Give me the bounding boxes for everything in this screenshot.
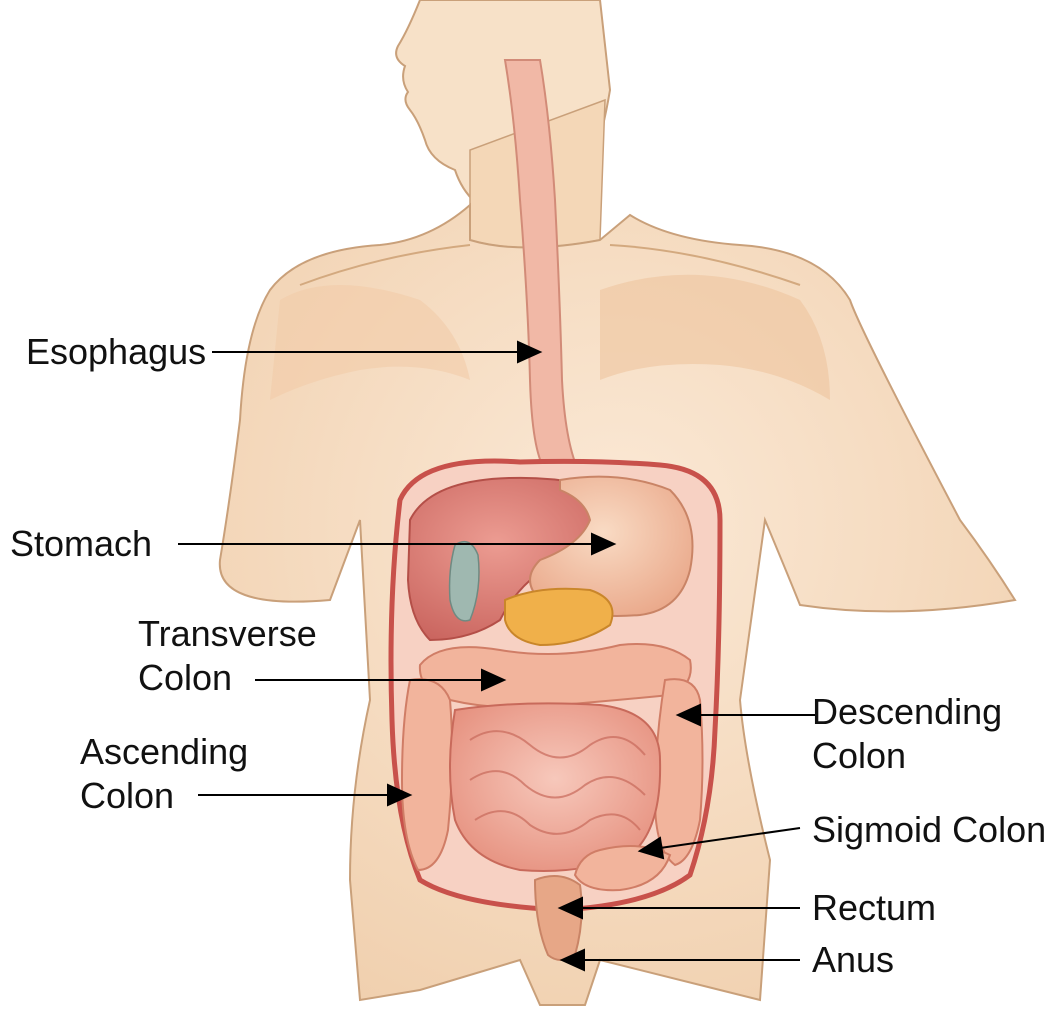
label-transverse-colon-line2: Colon — [138, 656, 317, 700]
label-transverse-colon: Transverse Colon — [138, 612, 317, 700]
label-descending-colon-line2: Colon — [812, 734, 1002, 778]
label-descending-colon-line1: Descending — [812, 690, 1002, 734]
gallbladder-shape — [450, 542, 479, 621]
label-ascending-colon-line2: Colon — [80, 774, 248, 818]
label-anus-text: Anus — [812, 938, 894, 982]
label-sigmoid-colon-text: Sigmoid Colon — [812, 808, 1046, 852]
label-transverse-colon-line1: Transverse — [138, 612, 317, 656]
label-ascending-colon-line1: Ascending — [80, 730, 248, 774]
label-ascending-colon: Ascending Colon — [80, 730, 248, 818]
label-sigmoid-colon: Sigmoid Colon — [812, 808, 1046, 852]
label-rectum-text: Rectum — [812, 886, 936, 930]
label-esophagus-text: Esophagus — [26, 330, 206, 374]
label-anus: Anus — [812, 938, 894, 982]
label-rectum: Rectum — [812, 886, 936, 930]
label-descending-colon: Descending Colon — [812, 690, 1002, 778]
label-stomach: Stomach — [10, 522, 152, 566]
label-esophagus: Esophagus — [26, 330, 206, 374]
ascending-colon-shape — [402, 679, 452, 870]
label-stomach-text: Stomach — [10, 522, 152, 566]
